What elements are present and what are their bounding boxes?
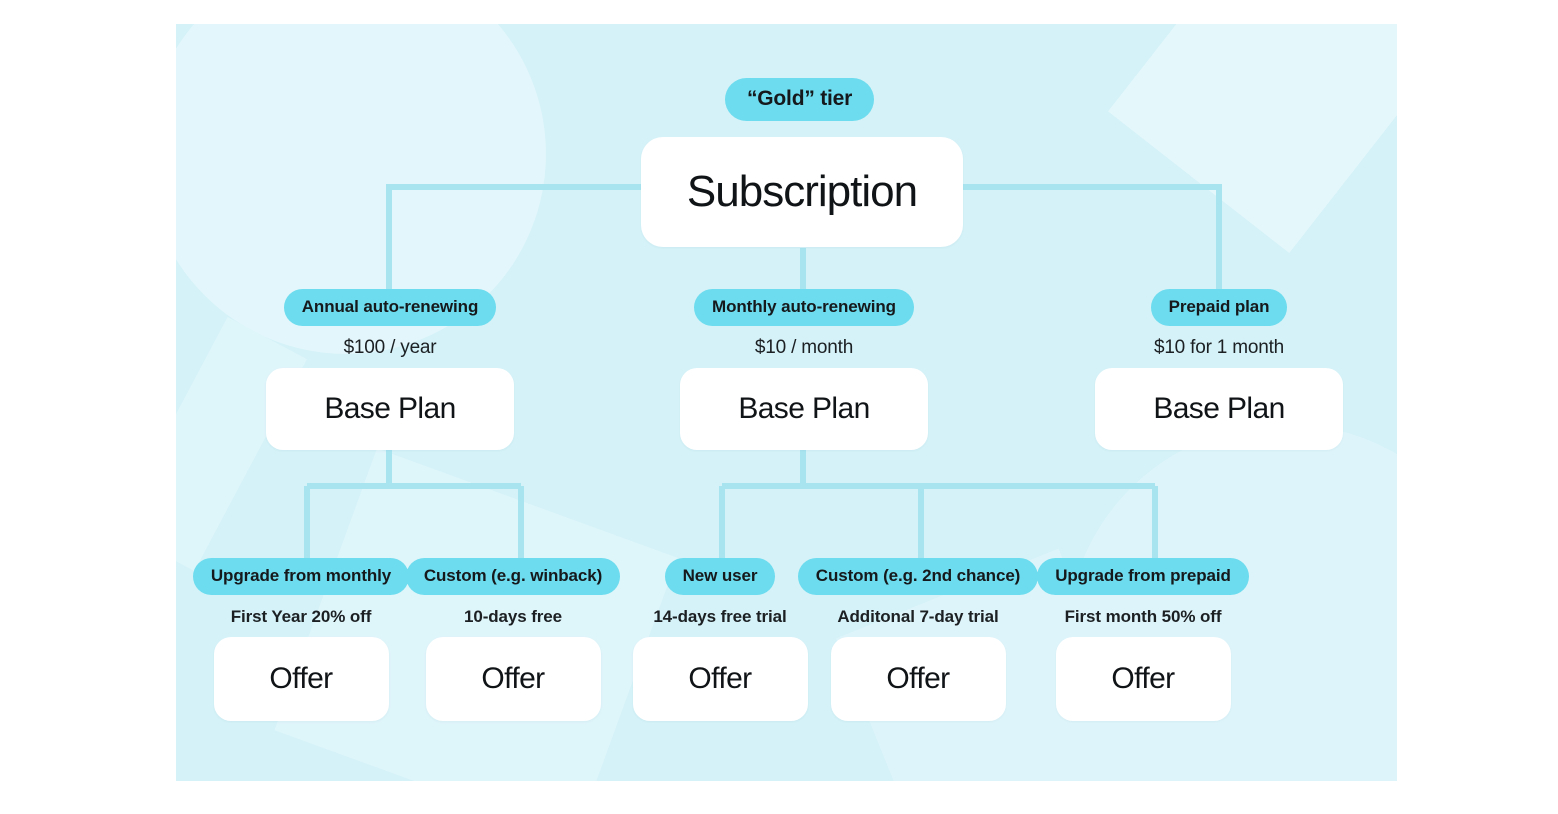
- base-plan-prepaid-price: $10 for 1 month: [1153, 337, 1285, 358]
- base-plan-monthly-pill[interactable]: Monthly auto-renewing: [694, 289, 914, 326]
- base-plan-prepaid-card: Base Plan: [1095, 368, 1343, 450]
- node-offer-new-user[interactable]: New user 14-days free trial Offer: [632, 558, 808, 721]
- node-offer-custom-2nd-chance[interactable]: Custom (e.g. 2nd chance) Additonal 7-day…: [797, 558, 1039, 721]
- tier-badge[interactable]: “Gold” tier: [725, 78, 875, 121]
- offer-upgrade-from-monthly-card: Offer: [213, 637, 389, 721]
- node-base-plan-annual[interactable]: Annual auto-renewing $100 / year Base Pl…: [266, 289, 514, 450]
- base-plan-monthly-card: Base Plan: [680, 368, 928, 450]
- edge-root-to-annual: [386, 184, 641, 296]
- diagram-panel: “Gold” tier Subscription Annual auto-ren…: [176, 24, 1397, 781]
- offer-new-user-detail: 14-days free trial: [653, 607, 787, 626]
- offer-new-user-card: Offer: [632, 637, 808, 721]
- offer-upgrade-from-monthly-detail: First Year 20% off: [230, 607, 372, 626]
- node-offer-upgrade-from-prepaid[interactable]: Upgrade from prepaid First month 50% off…: [1037, 558, 1249, 721]
- offer-new-user-pill[interactable]: New user: [664, 558, 776, 595]
- offer-custom-winback-detail: 10-days free: [463, 607, 563, 626]
- offer-custom-2nd-chance-pill[interactable]: Custom (e.g. 2nd chance): [797, 558, 1039, 595]
- node-offer-upgrade-from-monthly[interactable]: Upgrade from monthly First Year 20% off …: [192, 558, 410, 721]
- base-plan-annual-pill[interactable]: Annual auto-renewing: [283, 289, 497, 326]
- offer-custom-winback-card: Offer: [425, 637, 601, 721]
- node-subscription[interactable]: Subscription: [641, 137, 963, 247]
- offer-custom-2nd-chance-detail: Additonal 7-day trial: [837, 607, 999, 626]
- offer-upgrade-from-prepaid-pill[interactable]: Upgrade from prepaid: [1037, 558, 1249, 595]
- subscription-card-label: Subscription: [641, 137, 963, 247]
- offer-custom-2nd-chance-card: Offer: [830, 637, 1006, 721]
- node-base-plan-prepaid[interactable]: Prepaid plan $10 for 1 month Base Plan: [1095, 289, 1343, 450]
- offer-upgrade-from-prepaid-detail: First month 50% off: [1064, 607, 1222, 626]
- node-offer-custom-winback[interactable]: Custom (e.g. winback) 10-days free Offer: [405, 558, 621, 721]
- offer-upgrade-from-prepaid-card: Offer: [1055, 637, 1231, 721]
- base-plan-prepaid-pill[interactable]: Prepaid plan: [1150, 289, 1288, 326]
- offer-upgrade-from-monthly-pill[interactable]: Upgrade from monthly: [192, 558, 410, 595]
- offer-custom-winback-pill[interactable]: Custom (e.g. winback): [405, 558, 621, 595]
- base-plan-monthly-price: $10 / month: [754, 337, 854, 358]
- node-base-plan-monthly[interactable]: Monthly auto-renewing $10 / month Base P…: [680, 289, 928, 450]
- base-plan-annual-card: Base Plan: [266, 368, 514, 450]
- edge-root-to-prepaid: [963, 184, 1222, 296]
- base-plan-annual-price: $100 / year: [343, 337, 437, 358]
